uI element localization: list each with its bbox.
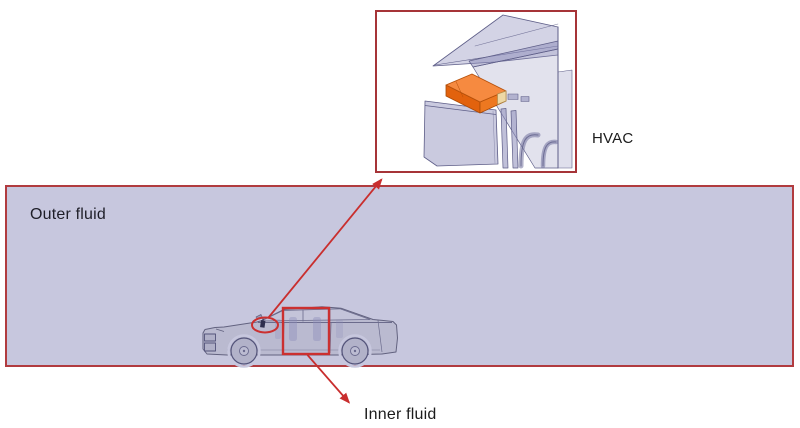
hvac-duct-end-cap: [497, 90, 507, 105]
arrow-to-inner-fluid-label: [306, 354, 351, 404]
car-hvac-mark: [260, 320, 266, 328]
cad-duct-leg-1: [500, 108, 509, 169]
car-dash-silhouette: [275, 319, 281, 339]
cad-connector-2: [520, 96, 530, 102]
car-seat-front: [289, 317, 297, 341]
cad-far-right-panel: [557, 69, 573, 169]
inner-fluid-label: Inner fluid: [364, 406, 437, 423]
car-trunk-seam: [377, 320, 383, 353]
hvac-cad-drawing: [423, 14, 573, 169]
car-grille-lower: [204, 342, 216, 352]
car-illustration: [202, 306, 398, 368]
hvac-duct-fold: [455, 81, 464, 98]
car-front-hub-dot: [242, 349, 246, 353]
car-headlight-line: [215, 328, 225, 332]
car-rear-seat-silhouette: [336, 320, 343, 338]
car-seat-rear: [313, 317, 321, 341]
zoom-ellipse: [251, 316, 279, 334]
leader-arrow-to-inset: [267, 178, 383, 319]
car-greenhouse: [260, 308, 371, 322]
cad-plenum-edge: [492, 110, 496, 164]
hvac-label: HVAC: [592, 130, 634, 147]
annotations: [251, 178, 383, 404]
cad-duct-hook-2-edge: [542, 141, 557, 167]
cad-duct-leg-2: [510, 110, 519, 169]
car-rear-hub-dot: [353, 349, 357, 353]
outer-fluid-region: [5, 185, 794, 367]
car-grille-upper: [204, 333, 216, 342]
cad-duct-hook-1-edge: [520, 134, 539, 167]
cad-plenum-box: [423, 100, 499, 167]
cad-connector-1: [507, 93, 519, 100]
car-front-wheel-arch: [227, 334, 261, 368]
inner-fluid-rect: [281, 306, 331, 356]
outer-fluid-label: Outer fluid: [30, 206, 107, 223]
car-rear-wheel-arch: [338, 334, 372, 368]
cad-panel-seam: [474, 23, 559, 47]
cad-plenum-lip: [424, 105, 497, 115]
